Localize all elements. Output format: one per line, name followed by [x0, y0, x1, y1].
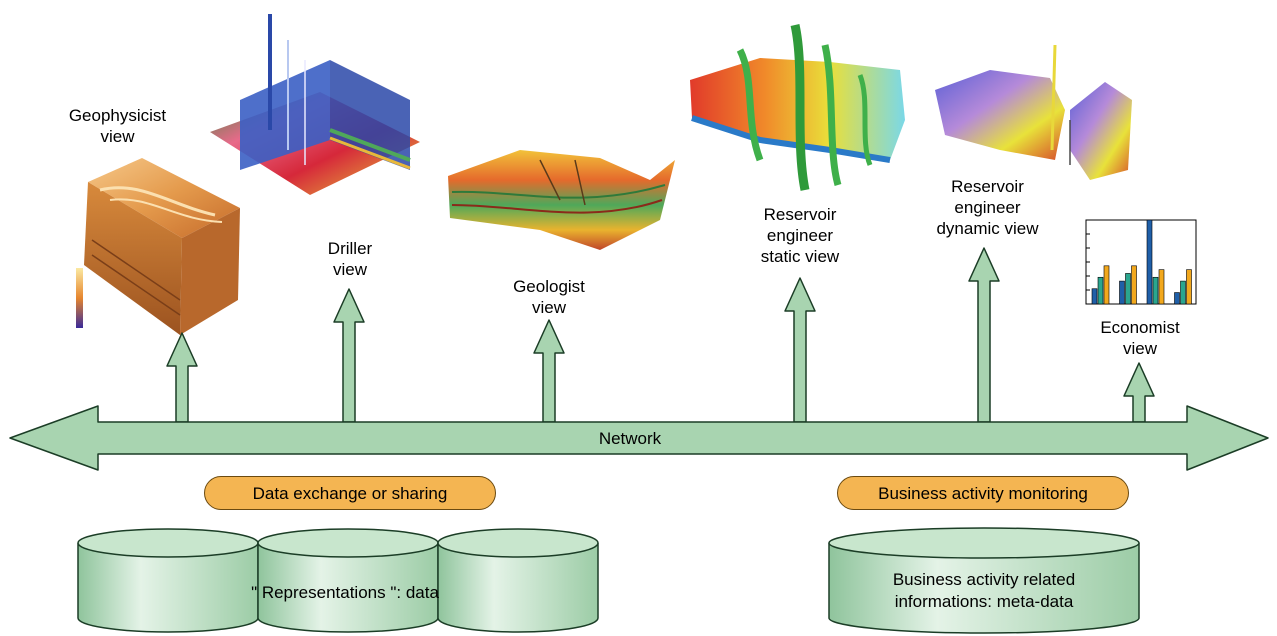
economist-chart-bar — [1152, 276, 1159, 305]
economist-bar-chart — [1085, 219, 1197, 305]
economist-chart-bar — [1186, 269, 1192, 305]
representations-database — [77, 528, 599, 633]
economist-chart-bar — [1131, 265, 1137, 305]
representations-db-label: " Representations ": data — [251, 583, 439, 602]
reservoir-dynamic-up-arrow — [968, 247, 1000, 423]
geologist-illustration — [448, 150, 675, 250]
economist-chart-bar — [1180, 280, 1186, 305]
driller-up-arrow — [333, 288, 365, 423]
business-monitoring-pill: Business activity monitoring — [837, 476, 1129, 510]
network-label: Network — [598, 429, 662, 448]
economist-chart-bar — [1146, 219, 1153, 305]
driller-illustration — [210, 14, 420, 195]
geophysicist-block-illustration — [76, 158, 240, 335]
economist-chart-bar — [1174, 292, 1180, 305]
economist-chart-bar — [1158, 269, 1165, 305]
geophysicist-up-arrow — [166, 332, 198, 423]
economist-chart-bar — [1097, 276, 1104, 305]
economist-chart-bar — [1103, 265, 1110, 305]
business-database — [828, 527, 1140, 634]
reservoir-static-illustration — [690, 24, 905, 191]
economist-up-arrow — [1123, 362, 1155, 423]
network-double-arrow — [9, 405, 1269, 471]
economist-chart-bar — [1125, 273, 1131, 305]
economist-chart-bar — [1119, 280, 1125, 305]
reservoir-dynamic-illustration — [935, 44, 1132, 180]
reservoir-static-up-arrow — [784, 277, 816, 423]
geologist-up-arrow — [533, 319, 565, 423]
data-exchange-pill: Data exchange or sharing — [204, 476, 496, 510]
economist-chart-bar — [1091, 288, 1098, 305]
